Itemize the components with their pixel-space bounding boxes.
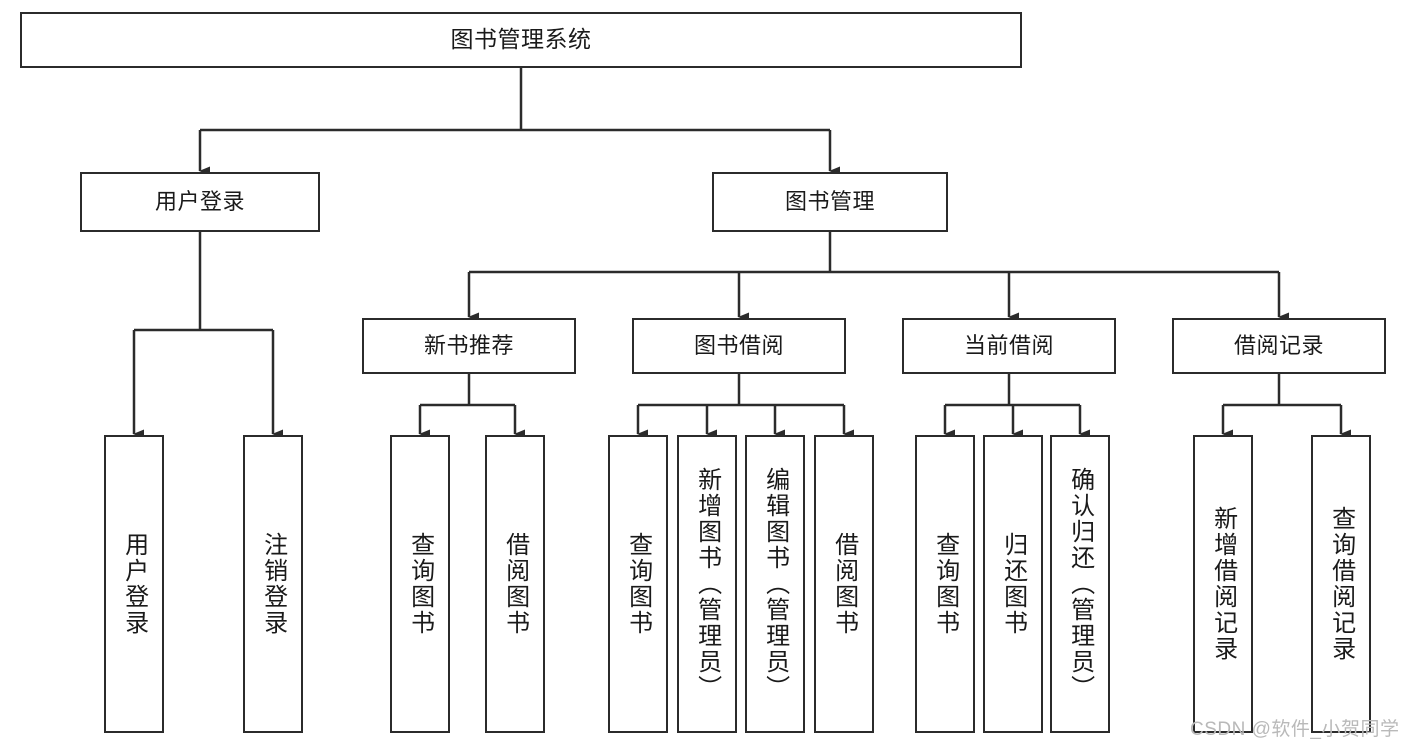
node-leaf-borrow-book-1[interactable]: 借阅图书	[485, 435, 545, 733]
node-leaf-user-login[interactable]: 用户登录	[104, 435, 164, 733]
node-borrow-record[interactable]: 借阅记录	[1172, 318, 1386, 374]
node-label: 借阅图书	[830, 532, 858, 636]
node-leaf-query-book-2[interactable]: 查询图书	[608, 435, 668, 733]
node-leaf-return-book[interactable]: 归还图书	[983, 435, 1043, 733]
node-label: 图书借阅	[693, 333, 784, 359]
node-label: 新增借阅记录	[1209, 506, 1237, 662]
node-user-login[interactable]: 用户登录	[80, 172, 320, 232]
node-label: 编辑图书（管理员）	[761, 467, 789, 701]
watermark-text: CSDN @软件_小贺同学	[1190, 719, 1400, 740]
node-label: 查询图书	[624, 532, 652, 636]
node-book-borrow[interactable]: 图书借阅	[632, 318, 846, 374]
node-label: 查询图书	[931, 532, 959, 636]
node-label: 归还图书	[999, 532, 1027, 636]
node-label: 借阅记录	[1233, 333, 1324, 359]
node-label: 确认归还（管理员）	[1066, 467, 1094, 701]
node-leaf-add-book[interactable]: 新增图书（管理员）	[677, 435, 737, 733]
node-label: 图书管理	[784, 189, 875, 215]
node-leaf-query-book-3[interactable]: 查询图书	[915, 435, 975, 733]
node-book-manage[interactable]: 图书管理	[712, 172, 948, 232]
node-label: 查询图书	[406, 532, 434, 636]
node-leaf-logout-login[interactable]: 注销登录	[243, 435, 303, 733]
node-root[interactable]: 图书管理系统	[20, 12, 1022, 68]
node-label: 当前借阅	[963, 333, 1054, 359]
node-label: 查询借阅记录	[1327, 506, 1355, 662]
connector-lines	[132, 68, 1351, 439]
node-leaf-query-record[interactable]: 查询借阅记录	[1311, 435, 1371, 733]
node-label: 注销登录	[259, 532, 287, 636]
node-leaf-borrow-book-2[interactable]: 借阅图书	[814, 435, 874, 733]
node-leaf-edit-book[interactable]: 编辑图书（管理员）	[745, 435, 805, 733]
node-leaf-add-record[interactable]: 新增借阅记录	[1193, 435, 1253, 733]
node-current-borrow[interactable]: 当前借阅	[902, 318, 1116, 374]
node-leaf-confirm-return[interactable]: 确认归还（管理员）	[1050, 435, 1110, 733]
node-label: 用户登录	[154, 189, 245, 215]
node-label: 图书管理系统	[450, 26, 592, 53]
node-label: 新书推荐	[423, 333, 514, 359]
node-label: 用户登录	[120, 532, 148, 636]
node-leaf-query-book-1[interactable]: 查询图书	[390, 435, 450, 733]
node-label: 新增图书（管理员）	[693, 467, 721, 701]
node-label: 借阅图书	[501, 532, 529, 636]
node-new-book-recommend[interactable]: 新书推荐	[362, 318, 576, 374]
